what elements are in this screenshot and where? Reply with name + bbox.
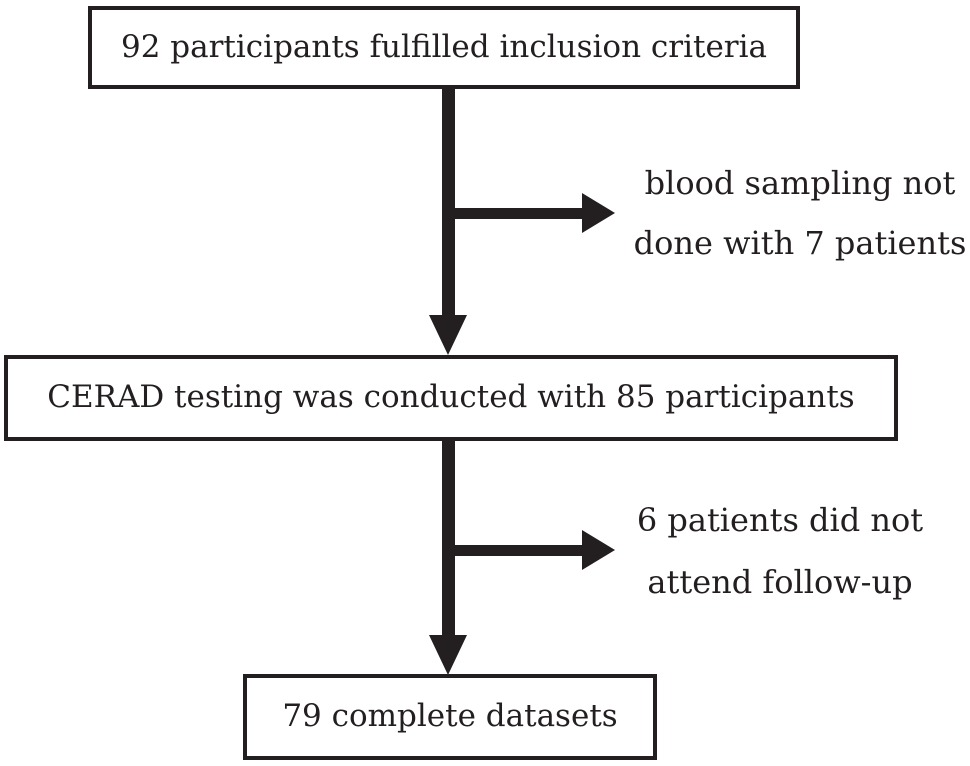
exclusion-note-1-line-1: blood sampling not (644, 164, 956, 202)
right-arrowhead-icon-1 (582, 193, 615, 233)
right-arrowhead-icon-2 (582, 530, 615, 570)
exclusion-note-2-line-1: 6 patients did not (636, 501, 924, 539)
down-arrowhead-icon-1 (429, 315, 467, 355)
exclusion-note-1: blood sampling not done with 7 patients (630, 153, 970, 273)
flow-box-cerad-testing: CERAD testing was conducted with 85 part… (4, 355, 898, 441)
exclusion-note-2-line-2: attend follow-up (647, 563, 913, 601)
exclusion-note-2: 6 patients did not attend follow-up (610, 489, 950, 613)
arrow-shaft-branch-1 (448, 208, 582, 219)
down-arrowhead-icon-2 (429, 635, 467, 675)
arrow-shaft-vertical-1 (442, 89, 455, 317)
flow-box-complete-datasets-label: 79 complete datasets (282, 698, 618, 735)
flow-box-cerad-testing-label: CERAD testing was conducted with 85 part… (47, 379, 855, 416)
arrow-shaft-branch-2 (448, 545, 582, 556)
arrow-shaft-vertical-2 (442, 441, 455, 637)
flow-box-inclusion: 92 participants fulfilled inclusion crit… (88, 6, 800, 89)
flow-box-inclusion-label: 92 participants fulfilled inclusion crit… (120, 28, 768, 65)
exclusion-note-1-line-2: done with 7 patients (633, 224, 967, 262)
flow-box-complete-datasets: 79 complete datasets (243, 674, 657, 760)
